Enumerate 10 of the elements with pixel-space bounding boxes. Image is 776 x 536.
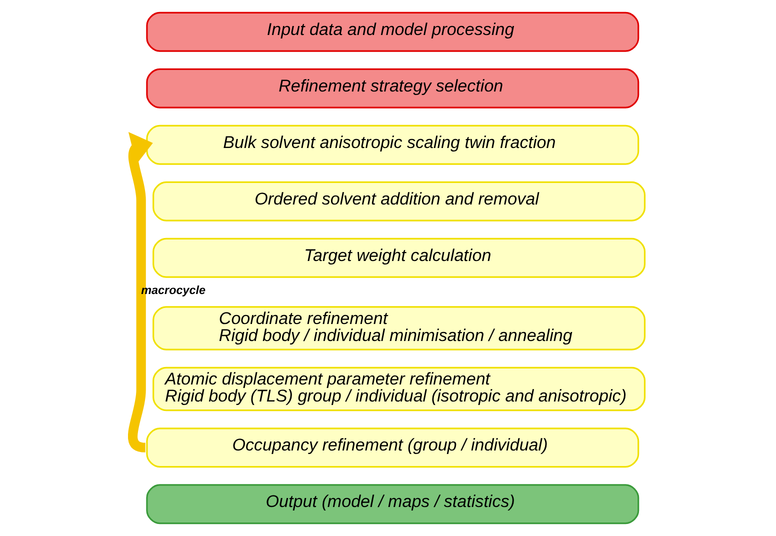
node-box: Input data and model processing — [146, 12, 639, 52]
node-box: Target weight calculation — [152, 238, 646, 278]
node-box: Refinement strategy selection — [146, 68, 639, 108]
node-box: Coordinate refinement Rigid body / individual minimisation / annealing — [152, 306, 646, 350]
node-box: Occupancy refinement (group / individual) — [146, 428, 639, 468]
node-box: Output (model / maps / statistics) — [146, 484, 639, 524]
arrow — [128, 132, 152, 452]
node-box: Atomic displacement parameter refinement Rigid body (TLS) group / individual (isotropic and anisotropic) — [152, 366, 646, 412]
node-box: Bulk solvent anisotropic scaling twin fraction — [146, 124, 639, 165]
node-box: Ordered solvent addition and removal — [152, 181, 646, 222]
